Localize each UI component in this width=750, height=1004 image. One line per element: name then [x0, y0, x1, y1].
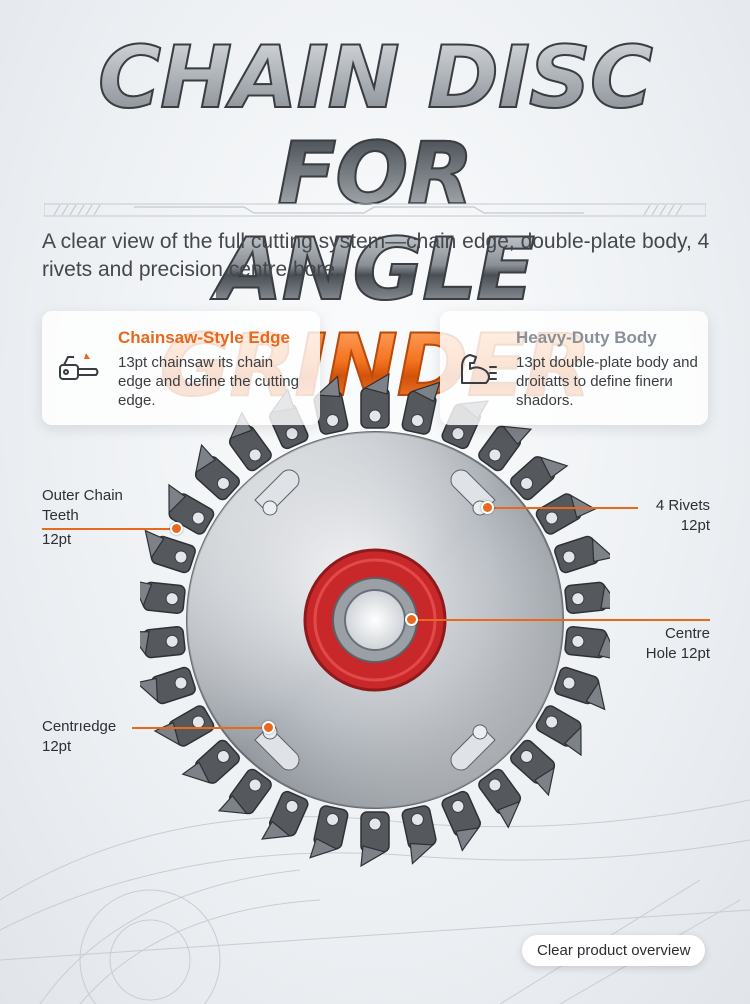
chain-tooth — [140, 666, 196, 705]
chain-tooth — [313, 375, 349, 435]
strong-arm-icon — [461, 354, 497, 384]
callout-centre-edge-leader — [132, 727, 267, 729]
chain-tooth — [140, 625, 186, 659]
chain-tooth — [535, 493, 597, 535]
chainsaw-icon — [59, 353, 99, 380]
decorative-divider — [44, 203, 706, 217]
overview-pill[interactable]: Clear product overview — [522, 935, 706, 966]
callout-centre-edge-dot — [262, 721, 275, 734]
chain-tooth — [360, 372, 390, 429]
callout-centre-hole-label2: Hole 12pt — [645, 645, 710, 662]
chain-tooth — [140, 579, 186, 615]
chain-tooth — [153, 705, 215, 747]
callout-centre-hole-leader — [412, 619, 710, 621]
chain-tooth — [401, 805, 437, 865]
chain-tooth — [535, 705, 582, 757]
chain-tooth — [441, 790, 481, 852]
chain-tooth — [261, 790, 309, 840]
callout-centre-edge-size: 12pt — [42, 738, 72, 755]
centre-bore — [344, 589, 406, 651]
chain-tooth — [554, 535, 610, 574]
chain-tooth — [194, 443, 240, 501]
callout-rivets-label: 4 Rivets — [655, 497, 710, 514]
chain-tooth — [554, 666, 606, 711]
chain-tooth — [217, 768, 272, 815]
callout-outer-chain-size: 12pt — [42, 531, 72, 548]
chain-teeth — [140, 372, 610, 868]
card-left-body: 13pt chainsaw its chain edge and define … — [118, 354, 299, 409]
chain-tooth — [564, 581, 610, 615]
chain-tooth — [168, 483, 215, 535]
callout-rivets-dot — [481, 501, 494, 514]
chain-tooth — [564, 625, 610, 661]
callout-outer-chain: Outer Chain Teeth 12pt — [42, 486, 152, 550]
callout-centre-edge-label: Centrıedge — [42, 718, 117, 735]
chain-tooth — [478, 425, 533, 472]
callout-centre-edge: Centrıedge 12pt — [42, 717, 162, 757]
chain-disc-image — [140, 372, 610, 868]
callout-outer-chain-dot — [170, 522, 183, 535]
callout-outer-chain-label: Outer Chain Teeth — [42, 487, 123, 524]
chain-tooth — [510, 739, 556, 797]
chain-tooth — [510, 456, 569, 501]
callout-centre-hole: Centre Hole 12pt — [600, 624, 710, 664]
callout-outer-chain-leader — [42, 528, 172, 530]
chain-tooth — [360, 811, 390, 868]
chain-tooth — [309, 805, 349, 859]
card-chainsaw-edge: Chainsaw-Style Edge 13pt chainsaw its ch… — [42, 311, 320, 425]
callout-centre-hole-dot — [405, 613, 418, 626]
chain-tooth — [144, 529, 196, 574]
card-right-body: 13pt double-plate body and droitatts to … — [516, 354, 698, 409]
chain-tooth — [478, 768, 522, 829]
card-left-title: Chainsaw-Style Edge — [118, 328, 290, 347]
callout-rivets-leader — [488, 507, 638, 509]
card-right-title: Heavy-Duty Body — [516, 328, 657, 347]
callout-centre-hole-label: Centre — [664, 625, 710, 642]
headline-angle: ANGLE — [215, 220, 536, 320]
chain-tooth — [181, 739, 240, 784]
callout-rivets: 4 Rivets 12pt — [610, 496, 710, 536]
card-heavy-duty: Heavy-Duty Body 13pt double-plate body a… — [440, 311, 708, 425]
subtitle: A clear view of the full cutting system—… — [42, 230, 710, 281]
callout-rivets-size: 12pt — [680, 517, 710, 534]
chain-tooth — [401, 381, 441, 435]
headline-line-1: CHAIN DISC FOR — [0, 29, 750, 223]
